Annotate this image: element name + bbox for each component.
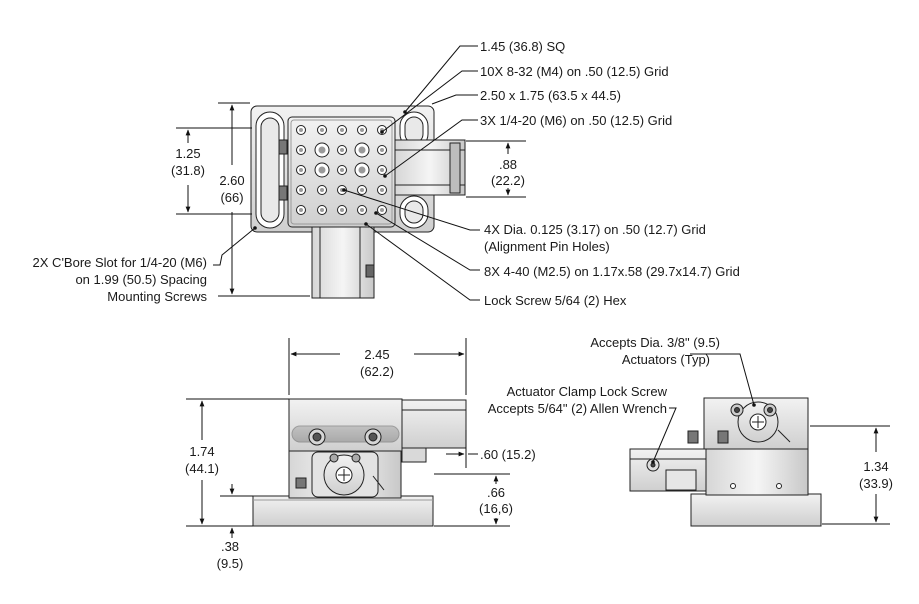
dimension-lines [176,102,890,538]
dim-1-74-mm: (44.1) [185,461,219,476]
callout-tapped-grid-m6: 3X 1/4-20 (M6) on .50 (12.5) Grid [480,113,673,128]
dim-1-25: 1.25 [175,146,201,161]
hole-center [340,128,344,132]
hole-center [318,146,326,154]
dim-2-45: 2.45 [364,347,390,362]
hole-center [320,208,324,212]
hole-center [299,188,303,192]
top-actuator-body [311,225,375,299]
dim-2-60-mm: (66) [220,190,244,205]
hole-center [320,128,324,132]
callout-top-square: 1.45 (36.8) SQ [480,39,566,54]
hole-center [318,166,326,174]
hole-center [340,208,344,212]
dim-0-88: .88 [498,157,518,172]
top-view [250,105,466,299]
dim-0-38: .38 [220,539,240,554]
side-view [629,397,822,527]
callout-slot-line3: Mounting Screws [107,289,207,304]
hole-center [340,148,344,152]
callout-alignment-holes: 4X Dia. 0.125 (3.17) on .50 (12.7) Grid [484,222,706,237]
dim-1-74: 1.74 [189,444,215,459]
hole-center [299,148,303,152]
front-view [252,398,467,527]
callout-slot-line1: 2X C'Bore Slot for 1/4-20 (M6) [32,255,207,270]
dim-0-66-mm: (16,6) [479,501,513,516]
leader-lines [213,45,755,463]
hole-center [380,188,384,192]
dim-2-60: 2.60 [219,173,245,188]
dim-1-34: 1.34 [863,459,889,474]
hole-center [360,188,364,192]
mounting-slot-left [255,111,285,229]
hole-center [360,208,364,212]
dim-2-45-mm: (62.2) [360,364,394,379]
callout-tapped-m25: 8X 4-40 (M2.5) on 1.17x.58 (29.7x14.7) G… [484,264,740,279]
side-carriage [705,448,809,496]
callout-base-plate: 2.50 x 1.75 (63.5 x 44.5) [480,88,621,103]
front-base [252,495,434,527]
hole-center [299,208,303,212]
callout-slot-line2: on 1.99 (50.5) Spacing [75,272,207,287]
dim-1-34-mm: (33.9) [859,476,893,491]
hole-center [358,146,366,154]
callout-tapped-grid-m4: 10X 8-32 (M4) on .50 (12.5) Grid [480,64,669,79]
top-hole-pattern [296,125,387,215]
callout-clamp-line2: Accepts 5/64" (2) Allen Wrench [487,401,667,416]
callout-clamp-line1: Actuator Clamp Lock Screw [506,384,667,399]
hole-center [340,168,344,172]
dim-0-88-mm: (22.2) [491,173,525,188]
callout-actuator-line2: Actuators (Typ) [621,352,710,367]
side-base [690,493,822,527]
leader-arrows [253,110,756,464]
hole-center [380,168,384,172]
hole-center [299,128,303,132]
front-top-plate [288,398,403,452]
callout-lock-screw: Lock Screw 5/64 (2) Hex [484,293,627,308]
callout-actuator-line1: Accepts Dia. 3/8" (9.5) [590,335,720,350]
hole-center [360,128,364,132]
hole-center [358,166,366,174]
hole-center [380,208,384,212]
callout-alignment-holes-note: (Alignment Pin Holes) [484,239,610,254]
hole-center [299,168,303,172]
front-actuator-extension [401,399,467,449]
hole-center [380,148,384,152]
dim-0-60: .60 (15.2) [480,447,536,462]
hole-center [320,188,324,192]
dim-0-38-mm: (9.5) [216,556,244,571]
dim-0-66: .66 [486,485,506,500]
dim-1-25-mm: (31.8) [171,163,205,178]
